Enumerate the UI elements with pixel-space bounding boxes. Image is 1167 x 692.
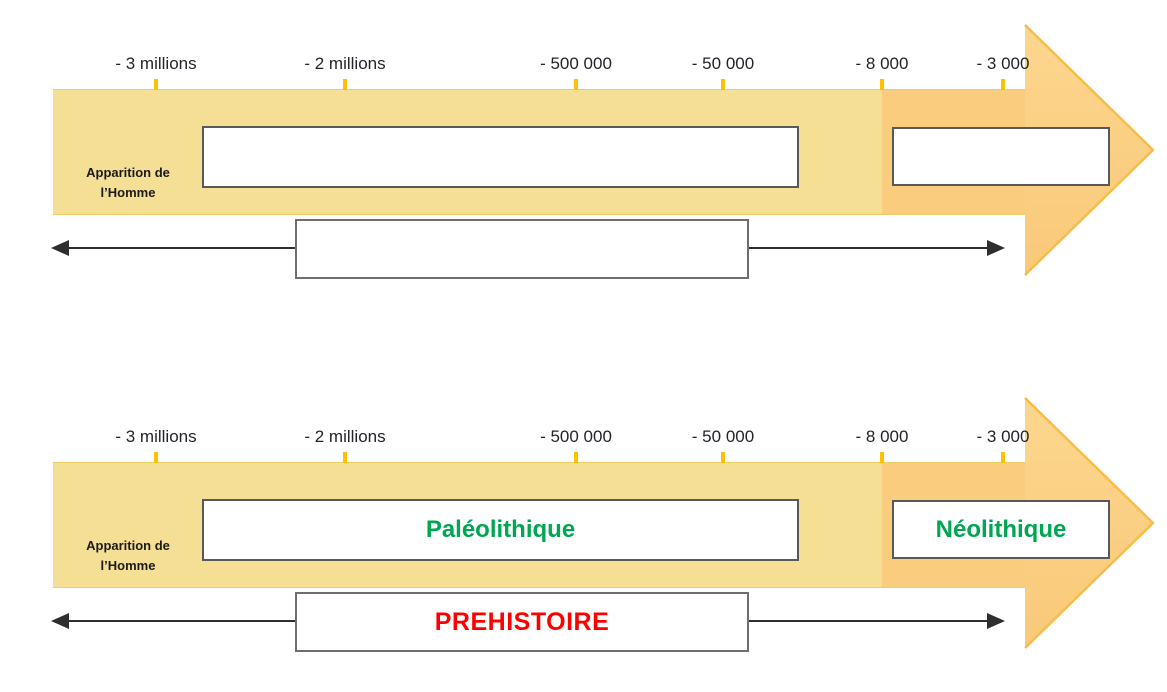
timespan-arrow-right-head bbox=[987, 613, 1005, 629]
tick-mark-2-millions bbox=[343, 452, 347, 463]
apparition-line-1: Apparition de bbox=[86, 538, 170, 553]
tick-mark-2-millions bbox=[343, 79, 347, 90]
prehistoire-box: PREHISTOIRE bbox=[295, 592, 749, 652]
tick-label-3-000: - 3 000 bbox=[976, 427, 1030, 446]
tick-mark-500-000 bbox=[574, 79, 578, 90]
neolithique-box: Néolithique bbox=[892, 500, 1110, 559]
tick-label-3-000: - 3 000 bbox=[976, 54, 1030, 73]
apparition-line-2: l’Homme bbox=[100, 557, 156, 573]
tick-mark-3-000 bbox=[1001, 79, 1005, 90]
paleolithique-box: Paléolithique bbox=[202, 499, 799, 561]
tick-label-2-millions: - 2 millions bbox=[304, 54, 386, 73]
tick-mark-50-000 bbox=[721, 79, 725, 90]
timespan-arrow-right-head bbox=[987, 240, 1005, 256]
apparition-label: Apparition de l’Homme bbox=[58, 536, 198, 575]
tick-mark-3-millions bbox=[154, 79, 158, 90]
tick-label-8-000: - 8 000 bbox=[855, 54, 909, 73]
tick-label-50-000: - 50 000 bbox=[691, 427, 755, 446]
apparition-label: Apparition de l’Homme bbox=[58, 163, 198, 202]
timespan-arrow-left-head bbox=[51, 240, 69, 256]
tick-label-3-millions: - 3 millions bbox=[115, 427, 197, 446]
timeline-blank: - 3 millions - 2 millions - 500 000 - 50… bbox=[51, 24, 1155, 279]
tick-mark-8-000 bbox=[880, 452, 884, 463]
tick-label-50-000: - 50 000 bbox=[691, 54, 755, 73]
tick-mark-3-000 bbox=[1001, 452, 1005, 463]
tick-mark-3-millions bbox=[154, 452, 158, 463]
tick-label-8-000: - 8 000 bbox=[855, 427, 909, 446]
tick-mark-8-000 bbox=[880, 79, 884, 90]
prehistoire-box bbox=[295, 219, 749, 279]
tick-label-3-millions: - 3 millions bbox=[115, 54, 197, 73]
tick-mark-500-000 bbox=[574, 452, 578, 463]
apparition-line-1: Apparition de bbox=[86, 165, 170, 180]
neolithique-label: Néolithique bbox=[935, 515, 1067, 543]
tick-label-500-000: - 500 000 bbox=[540, 427, 612, 446]
paleolithique-label: Paléolithique bbox=[425, 516, 576, 543]
timespan-arrow-left-head bbox=[51, 613, 69, 629]
neolithique-box bbox=[892, 127, 1110, 186]
paleolithique-box bbox=[202, 126, 799, 188]
prehistoire-label: PREHISTOIRE bbox=[434, 607, 610, 636]
timeline-filled: - 3 millions - 2 millions - 500 000 - 50… bbox=[0, 373, 1167, 692]
tick-mark-50-000 bbox=[721, 452, 725, 463]
tick-label-2-millions: - 2 millions bbox=[304, 427, 386, 446]
apparition-line-2: l’Homme bbox=[100, 184, 156, 200]
tick-label-500-000: - 500 000 bbox=[540, 54, 612, 73]
